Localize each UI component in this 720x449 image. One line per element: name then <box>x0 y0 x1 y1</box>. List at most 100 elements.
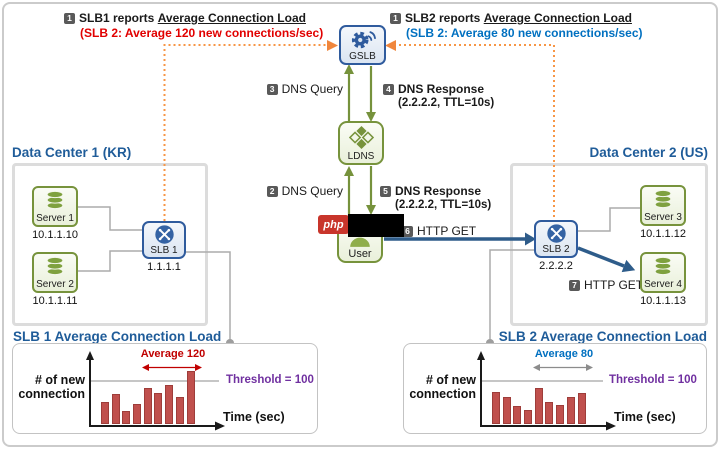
dc2-container <box>510 163 708 326</box>
x-axis-arrowhead <box>215 421 225 431</box>
report-arrowhead-left <box>327 40 338 51</box>
server4-ip: 10.1.1.13 <box>640 295 686 307</box>
user-label: User <box>348 248 372 260</box>
ldns-label: LDNS <box>347 151 375 162</box>
server4-node: Server 4 <box>640 252 686 293</box>
bar <box>513 405 522 424</box>
step-label: DNS Query <box>281 184 343 198</box>
callout-line1: 1 SLB1 reports Average Connection Load <box>64 11 323 26</box>
step-badge: 1 <box>64 13 75 24</box>
chart1-title: SLB 1 Average Connection Load <box>13 329 222 344</box>
step-http-get-slb2: 6 HTTP GET <box>402 224 476 238</box>
average-label: Average 120 <box>140 348 206 360</box>
server3-label: Server 3 <box>644 212 682 223</box>
arrowhead-down-1 <box>366 112 376 122</box>
link-server1-slb1 <box>78 206 143 231</box>
bar <box>175 396 184 424</box>
bar <box>101 402 109 424</box>
load-balancer-icon <box>546 224 566 243</box>
database-icon <box>654 189 672 209</box>
bar <box>577 392 586 424</box>
callout-metric: Average Connection Load <box>157 11 306 25</box>
step-label: DNS Response <box>395 184 482 198</box>
x-axis-label: Time (sec) <box>223 410 285 424</box>
link-slb1-chart <box>186 251 231 343</box>
server3-node: Server 3 <box>640 185 686 226</box>
bar <box>556 404 565 424</box>
step-label: DNS Response <box>398 82 485 96</box>
server1-node: Server 1 <box>32 186 78 227</box>
bar <box>133 404 142 424</box>
step-detail: (2.2.2.2, TTL=10s) <box>398 97 495 109</box>
dns-arrows <box>347 66 373 217</box>
slb2-report-path <box>397 44 555 217</box>
slb2-ip: 2.2.2.2 <box>539 260 573 272</box>
bar <box>122 410 131 424</box>
slb1-report-path <box>163 44 326 221</box>
server2-label: Server 2 <box>36 279 74 290</box>
x-axis-label: Time (sec) <box>614 410 676 424</box>
y-axis-label: # of new connection <box>13 373 85 401</box>
y-axis-label-line1: # of new <box>425 373 476 387</box>
bar <box>143 388 152 424</box>
server1-ip: 10.1.1.10 <box>32 229 78 241</box>
ldns-node: LDNS <box>338 121 384 165</box>
chart2-title: SLB 2 Average Connection Load <box>498 329 707 344</box>
chart2: Average 80 # of new connection Time (sec… <box>403 343 707 434</box>
http-get2-line <box>577 246 625 268</box>
callout-metric: Average Connection Load <box>483 11 632 25</box>
arrowhead-up-2 <box>344 166 354 176</box>
y-axis-arrowhead <box>477 351 485 360</box>
step-label: HTTP GET <box>584 278 644 292</box>
bar <box>502 396 511 424</box>
y-axis-label-line1: # of new <box>34 373 85 387</box>
average-label: Average 80 <box>534 348 594 360</box>
report-paths <box>163 44 555 221</box>
arrowhead-up-1 <box>344 64 354 74</box>
bars <box>101 364 195 424</box>
server1-label: Server 1 <box>36 213 74 224</box>
chart-axes <box>477 351 616 431</box>
gslb-label: GSLB <box>349 51 376 62</box>
step-http-get-server4: 7 HTTP GET <box>569 278 643 292</box>
slb1-ip: 1.1.1.1 <box>147 261 181 273</box>
step-detail: (2.2.2.2, TTL=10s) <box>395 199 492 211</box>
link-slb2-chart <box>489 249 534 343</box>
bar <box>154 392 163 424</box>
callout-reporter: SLB1 reports <box>79 11 155 25</box>
y-axis-label-line2: connection <box>18 387 85 401</box>
slb1-label: SLB 1 <box>150 245 178 256</box>
y-axis-label: # of new connection <box>404 373 476 401</box>
database-icon <box>654 256 672 276</box>
bar <box>534 387 543 424</box>
bar <box>566 396 575 424</box>
gslb-node: GSLB <box>339 25 386 65</box>
step-badge: 3 <box>266 83 278 95</box>
slb2-node: SLB 2 <box>534 220 578 258</box>
report-arrowhead-right <box>385 40 396 51</box>
database-icon <box>46 256 64 276</box>
load-balancer-icon <box>154 225 174 244</box>
link-server2-slb1 <box>78 250 143 272</box>
bar <box>524 410 533 424</box>
step-badge: 5 <box>380 185 391 197</box>
threshold-label: Threshold = 100 <box>609 374 697 386</box>
chart1: Average 120 # of new connection Time (se… <box>12 343 318 434</box>
database-icon <box>46 190 64 210</box>
bar <box>545 401 554 424</box>
link-slb2-server3 <box>576 207 641 232</box>
average-span-arrow <box>142 364 202 371</box>
step-label: HTTP GET <box>417 224 477 238</box>
step-badge: 6 <box>402 225 413 237</box>
redaction-box <box>348 214 404 237</box>
http-arrows <box>384 232 636 273</box>
x-axis-arrowhead <box>606 421 616 431</box>
slb2-label: SLB 2 <box>542 244 570 255</box>
step-badge: 7 <box>569 279 580 291</box>
step-dns-response-user: 5 DNS Response(2.2.2.2, TTL=10s) <box>380 184 491 212</box>
